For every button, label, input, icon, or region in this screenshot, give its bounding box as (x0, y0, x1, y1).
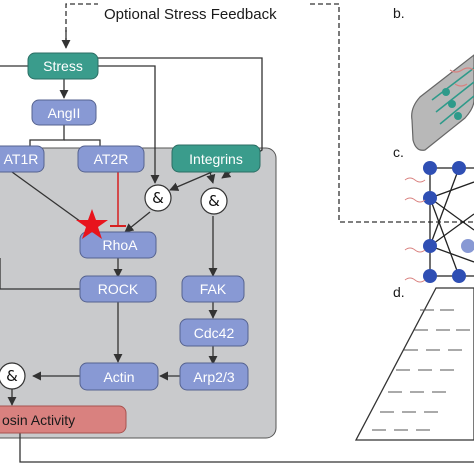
node-at1r-label: AT1R (4, 151, 39, 167)
panel-d-field (354, 287, 474, 441)
feedback-loop-line (65, 3, 474, 223)
and-gate-2: & (200, 187, 228, 215)
and-gate-3-label: & (6, 367, 18, 385)
node-integrins-label: Integrins (189, 151, 243, 167)
node-at1r: AT1R (0, 145, 45, 173)
node-integrins: Integrins (171, 144, 261, 173)
node-stress-label: Stress (43, 58, 83, 74)
node-actin: Actin (79, 362, 159, 391)
node-rock-label: ROCK (98, 281, 139, 297)
node-cdc42-label: Cdc42 (194, 325, 235, 341)
node-myosin: osin Activity (0, 405, 127, 434)
and-gate-1: & (144, 184, 172, 212)
node-angii: AngII (31, 99, 97, 126)
node-stress: Stress (27, 52, 99, 80)
node-rock: ROCK (79, 275, 157, 303)
node-actin-label: Actin (103, 369, 134, 385)
panel-label-d: d. (393, 284, 405, 300)
feedback-label: Optional Stress Feedback (104, 6, 277, 23)
bottom-return-line (19, 430, 474, 463)
star-icon (76, 209, 108, 239)
node-rhoa: RhoA (79, 231, 157, 259)
panel-b-vessel-illustration (411, 54, 474, 151)
and-gate-3: & (0, 362, 26, 390)
node-arp23: Arp2/3 (179, 362, 249, 391)
panel-c-nodes (423, 161, 474, 283)
and-gate-2-label: & (208, 192, 220, 210)
node-cdc42: Cdc42 (179, 318, 249, 347)
node-at2r-label: AT2R (94, 151, 129, 167)
node-at2r: AT2R (77, 145, 145, 173)
node-fak-label: FAK (200, 281, 227, 297)
node-angii-label: AngII (48, 105, 81, 121)
panel-label-c: c. (393, 144, 404, 160)
node-fak: FAK (181, 275, 245, 303)
panel-label-b: b. (393, 5, 405, 21)
node-arp23-label: Arp2/3 (193, 369, 234, 385)
node-rhoa-label: RhoA (102, 237, 138, 253)
and-gate-1-label: & (152, 189, 164, 207)
node-myosin-label: osin Activity (2, 412, 75, 428)
